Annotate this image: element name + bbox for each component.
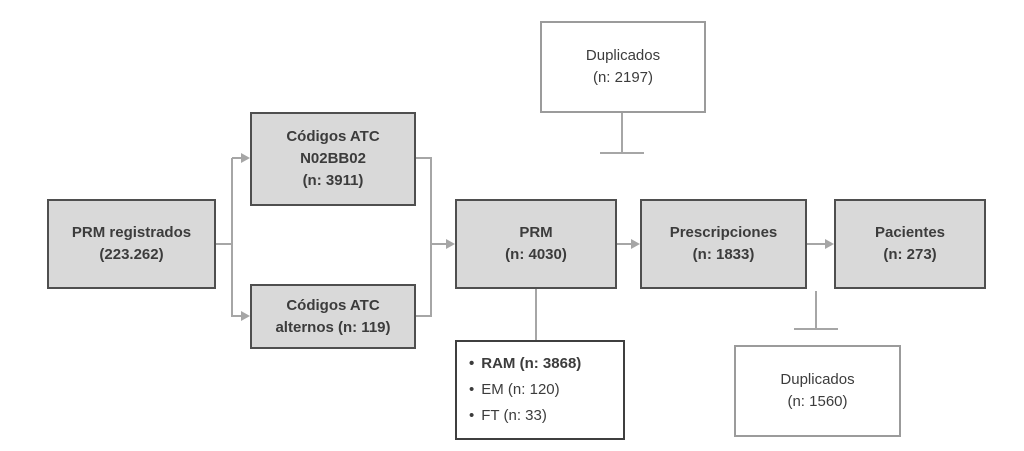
exclusion-cap-superior [600,152,644,154]
box-label: N02BB02 [300,150,366,168]
list-item-label: EM (n: 120) [481,381,560,399]
connector-prescripciones-pacientes [807,243,826,245]
connector-from-codigos-alternos [416,315,432,317]
box-count: (n: 2197) [592,69,654,86]
box-count: (n: 1833) [692,246,755,263]
exclusion-line-superior [621,113,623,153]
box-label: PRM [519,224,553,242]
box-prm: PRM (n: 4030) [455,199,617,289]
arrowhead-into-prescripciones-icon [631,239,640,249]
box-detalle-prm: RAM (n: 3868) EM (n: 120) FT (n: 33) [455,340,625,440]
box-label: Códigos ATC [286,296,380,314]
list-item: EM (n: 120) [469,379,560,401]
box-duplicados-inferior: Duplicados (n: 1560) [734,345,901,437]
bullet-icon [469,379,474,401]
box-prescripciones: Prescripciones (n: 1833) [640,199,807,289]
box-count: (223.262) [99,246,164,263]
arrowhead-into-codigos-principal-icon [241,153,250,163]
box-label: PRM registrados [71,224,192,242]
box-codigos-atc-alternos: Códigos ATC alternos (n: 119) [250,284,416,349]
box-count: alternos (n: 119) [275,318,391,336]
connector-prm-detalle [535,289,537,340]
bullet-icon [469,405,474,427]
box-count: (n: 4030) [505,246,567,263]
connector-to-codigos-alternos [232,315,242,317]
exclusion-line-inferior [815,291,817,330]
box-label: Códigos ATC [286,128,380,146]
list-item: RAM (n: 3868) [469,353,581,375]
connector-split-vertical [231,158,233,317]
list-item: FT (n: 33) [469,405,547,427]
arrowhead-into-codigos-alternos-icon [241,311,250,321]
box-duplicados-superior: Duplicados (n: 2197) [540,21,706,113]
box-count: (n: 273) [883,246,937,263]
exclusion-cap-inferior [794,328,838,330]
box-label: Pacientes [874,224,946,242]
connector-prm-prescripciones [617,243,632,245]
list-item-label: FT (n: 33) [481,406,547,424]
connector-to-prm [431,243,447,245]
bullet-icon [469,353,474,375]
box-pacientes: Pacientes (n: 273) [834,199,986,289]
box-codigos-atc-principal: Códigos ATC N02BB02 (n: 3911) [250,112,416,206]
connector-to-codigos-principal [232,157,242,159]
box-prm-registrados: PRM registrados (223.262) [47,199,216,289]
connector-from-codigos-principal [416,157,432,159]
box-label: Duplicados [780,371,855,389]
connector-split-stub [216,243,232,245]
list-item-label: RAM (n: 3868) [481,355,582,373]
box-label: Duplicados [585,47,661,65]
arrowhead-into-prm-icon [446,239,455,249]
connector-merge-vertical [430,157,432,317]
arrowhead-into-pacientes-icon [825,239,834,249]
box-count: (n: 1560) [787,393,848,410]
box-label: Prescripciones [669,224,778,242]
box-count: (n: 3911) [302,171,364,189]
